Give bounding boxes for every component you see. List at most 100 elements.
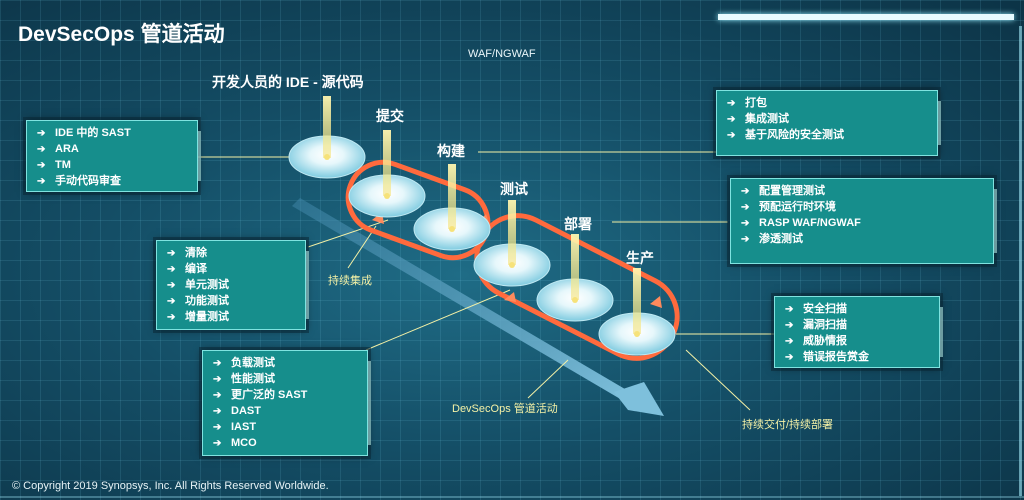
activity-item: ➔ 集成测试 bbox=[727, 111, 929, 127]
connector-pipeline bbox=[527, 359, 569, 399]
arrow-right-icon: ➔ bbox=[167, 264, 176, 275]
activity-item: ➔ DAST bbox=[213, 403, 359, 419]
arrow-right-icon: ➔ bbox=[741, 186, 750, 197]
activity-label: 增量测试 bbox=[185, 311, 229, 323]
arrow-right-icon: ➔ bbox=[785, 352, 794, 363]
activity-item: ➔ 打包 bbox=[727, 95, 929, 111]
activity-label: 配置管理测试 bbox=[759, 185, 825, 197]
arrow-right-icon: ➔ bbox=[37, 144, 46, 155]
activity-label: 渗透测试 bbox=[759, 233, 803, 245]
copyright-footer: © Copyright 2019 Synopsys, Inc. All Righ… bbox=[12, 480, 329, 492]
stage-label-production: 生产 bbox=[626, 250, 654, 266]
activity-item: ➔ RASP WAF/NGWAF bbox=[741, 215, 985, 231]
activity-item: ➔ 错误报告赏金 bbox=[785, 349, 931, 365]
panel-commit-activities: ➔清除 ➔ 编译 ➔ 单元测试 ➔ 功能测试 ➔ 增量测试 bbox=[156, 240, 309, 330]
activity-item: ➔ 安全扫描 bbox=[785, 301, 931, 317]
activity-item: ➔MCO bbox=[213, 435, 359, 451]
activity-label: IDE 中的 SAST bbox=[55, 127, 131, 139]
activity-item: ➔ 编译 bbox=[167, 261, 297, 277]
frame-accent-top bbox=[718, 14, 1014, 20]
panel-test-activities: ➔负载测试➔性能测试➔更广泛的 SAST➔DAST➔IAST➔MCO bbox=[202, 350, 371, 456]
frame-accent-bottom bbox=[0, 496, 1024, 498]
connector-ci bbox=[347, 225, 377, 269]
arrow-right-icon: ➔ bbox=[785, 336, 794, 347]
arrow-right-icon: ➔ bbox=[37, 128, 46, 139]
arrow-right-icon: ➔ bbox=[213, 358, 222, 369]
activity-label: 漏洞扫描 bbox=[803, 319, 847, 331]
activity-label: 编译 bbox=[185, 263, 207, 275]
waf-label: WAF/NGWAF bbox=[468, 48, 536, 60]
arrow-right-icon: ➔ bbox=[785, 304, 794, 315]
annotation-continuous-integration: 持续集成 bbox=[328, 275, 372, 287]
activity-item: ➔ IDE 中的 SAST bbox=[37, 125, 189, 141]
arrow-right-icon: ➔ bbox=[167, 296, 176, 307]
frame-accent-right bbox=[1019, 26, 1022, 496]
activity-label: MCO bbox=[231, 437, 257, 449]
arrow-right-icon: ➔ bbox=[727, 130, 736, 141]
activity-item: ➔ ARA bbox=[37, 141, 189, 157]
connector-cd bbox=[685, 349, 751, 411]
arrow-right-icon: ➔ bbox=[785, 320, 794, 331]
connector-test bbox=[365, 289, 511, 351]
activity-item: ➔ 漏洞扫描 bbox=[785, 317, 931, 333]
arrow-right-icon: ➔ bbox=[213, 406, 222, 417]
stage-label-test: 测试 bbox=[500, 181, 528, 197]
panel-build-activities: ➔ 打包 ➔ 集成测试 ➔ 基于风险的安全测试 bbox=[716, 90, 941, 156]
activity-label: 打包 bbox=[745, 97, 767, 109]
activity-label: 错误报告赏金 bbox=[803, 351, 869, 363]
activity-item: ➔ 基于风险的安全测试 bbox=[727, 127, 929, 143]
activity-label: TM bbox=[55, 159, 71, 171]
activity-label: RASP WAF/NGWAF bbox=[759, 217, 861, 229]
activity-item: ➔ 配置管理测试 bbox=[741, 183, 985, 199]
activity-item: ➔威胁情报 bbox=[785, 333, 931, 349]
arrow-right-icon: ➔ bbox=[727, 98, 736, 109]
stage-beams bbox=[323, 96, 641, 334]
activity-label: DAST bbox=[231, 405, 261, 417]
connector-lines bbox=[198, 151, 774, 411]
arrow-right-icon: ➔ bbox=[213, 374, 222, 385]
arrow-right-icon: ➔ bbox=[213, 390, 222, 401]
arrow-right-icon: ➔ bbox=[167, 312, 176, 323]
stage-label-commit: 提交 bbox=[376, 108, 404, 124]
activity-label: 清除 bbox=[185, 247, 207, 259]
activity-item: ➔预配运行时环境 bbox=[741, 199, 985, 215]
arrow-right-icon: ➔ bbox=[213, 422, 222, 433]
arrow-right-icon: ➔ bbox=[741, 234, 750, 245]
connector-commit bbox=[307, 219, 389, 248]
activity-label: 功能测试 bbox=[185, 295, 229, 307]
activity-item: ➔ 渗透测试 bbox=[741, 231, 985, 247]
activity-label: 负载测试 bbox=[231, 357, 275, 369]
activity-label: 基于风险的安全测试 bbox=[745, 129, 844, 141]
activity-item: ➔性能测试 bbox=[213, 371, 359, 387]
arrow-right-icon: ➔ bbox=[37, 176, 46, 187]
activity-item: ➔ 单元测试 bbox=[167, 277, 297, 293]
annotation-continuous-delivery: 持续交付/持续部署 bbox=[742, 419, 834, 431]
pipeline-direction-arrow bbox=[292, 198, 664, 416]
activity-label: 手动代码审查 bbox=[55, 175, 121, 187]
panel-ide-activities: ➔ IDE 中的 SAST ➔ ARA ➔ TM ➔ 手动代码审查 bbox=[26, 120, 201, 192]
activity-item: ➔清除 bbox=[167, 245, 297, 261]
stage-label-deploy: 部署 bbox=[564, 216, 592, 232]
activity-label: 单元测试 bbox=[185, 279, 229, 291]
activity-item: ➔ TM bbox=[37, 157, 189, 173]
activity-label: 预配运行时环境 bbox=[759, 201, 836, 213]
arrow-right-icon: ➔ bbox=[37, 160, 46, 171]
activity-item: ➔更广泛的 SAST bbox=[213, 387, 359, 403]
activity-label: 集成测试 bbox=[745, 113, 789, 125]
activity-label: 安全扫描 bbox=[803, 303, 847, 315]
activity-item: ➔ 增量测试 bbox=[167, 309, 297, 325]
annotation-pipeline: DevSecOps 管道活动 bbox=[452, 403, 558, 415]
activity-item: ➔ 手动代码审查 bbox=[37, 173, 189, 189]
arrow-right-icon: ➔ bbox=[727, 114, 736, 125]
stage-label-build: 构建 bbox=[437, 143, 465, 159]
arrow-right-icon: ➔ bbox=[741, 218, 750, 229]
activity-item: ➔ IAST bbox=[213, 419, 359, 435]
stage-label-ide: 开发人员的 IDE - 源代码 bbox=[212, 74, 364, 90]
activity-item: ➔ 功能测试 bbox=[167, 293, 297, 309]
page-title: DevSecOps 管道活动 bbox=[18, 23, 225, 46]
arrow-right-icon: ➔ bbox=[167, 280, 176, 291]
panel-production-activities: ➔安全扫描➔漏洞扫描➔威胁情报➔错误报告赏金 bbox=[774, 296, 943, 368]
activity-label: IAST bbox=[231, 421, 257, 433]
activity-label: ARA bbox=[55, 143, 79, 155]
